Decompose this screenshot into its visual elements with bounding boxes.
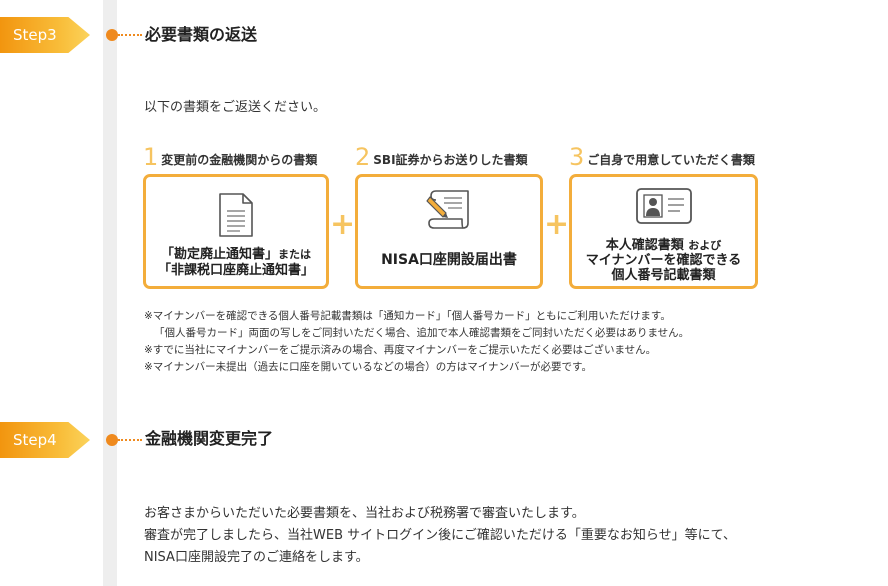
note-2: 「個人番号カード」両面の写しをご同封いただく場合、追加で本人確認書類をご同封いた…	[154, 327, 690, 339]
step4-body-line-2: 審査が完了しましたら、当社WEB サイトログイン後にご確認いただける「重要なお知…	[144, 528, 736, 543]
plus-sign-2: +	[544, 207, 570, 242]
plus-sign-1: +	[330, 207, 356, 242]
document-label-1: 「勘定廃止通知書」または 「非課税口座廃止通知書」	[146, 247, 326, 279]
document-label-3: 本人確認書類 および マイナンバーを確認できる 個人番号記載書類	[572, 238, 755, 283]
application-form-icon	[426, 190, 469, 229]
document-label-2: NISA口座開設届出書	[381, 252, 517, 268]
document-label-1-line2: 「非課税口座廃止通知書」	[157, 263, 314, 278]
document-label-1-conj: または	[278, 248, 311, 261]
step3-intro: 以下の書類をご返送ください。	[144, 100, 327, 115]
document-heading-text-3: ご自身で用意していただく書類	[587, 153, 755, 167]
document-heading-text-1: 変更前の金融機関からの書類	[161, 153, 318, 167]
document-label-3-conj: および	[688, 239, 722, 252]
timeline-bar	[103, 0, 117, 586]
document-number-3: 3	[569, 143, 585, 171]
document-box-2: NISA口座開設届出書	[355, 174, 543, 289]
step3-tag: Step3	[0, 17, 90, 53]
document-label-3-line3: 個人番号記載書類	[611, 268, 716, 283]
document-label-1-main: 「勘定廃止通知書」	[160, 247, 278, 262]
step4-body-line-1: お客さまからいただいた必要書類を、当社および税務署で審査いたします。	[144, 506, 585, 521]
document-number-1: 1	[143, 143, 159, 171]
document-heading-text-2: SBI証券からお送りした書類	[373, 153, 528, 167]
note-4: ※マイナンバー未提出（過去に口座を開いているなどの場合）の方はマイナンバーが必要…	[144, 361, 593, 373]
document-label-3-main: 本人確認書類	[605, 238, 684, 253]
step3-dot	[106, 29, 118, 41]
step3-notes: ※マイナンバーを確認できる個人番号記載書類は「通知カード」「個人番号カード」とも…	[144, 308, 689, 376]
document-label-3-line2: マイナンバーを確認できる	[585, 253, 742, 268]
step4-body-line-3: NISA口座開設完了のご連絡をします。	[144, 550, 369, 565]
note-1: ※マイナンバーを確認できる個人番号記載書類は「通知カード」「個人番号カード」とも…	[144, 310, 671, 322]
step4-body: お客さまからいただいた必要書類を、当社および税務署で審査いたします。 審査が完了…	[144, 503, 736, 569]
document-box-3: 本人確認書類 および マイナンバーを確認できる 個人番号記載書類	[569, 174, 758, 289]
id-card-icon	[635, 188, 692, 224]
note-3: ※すでに当社にマイナンバーをご提示済みの場合、再度マイナンバーをご提示いただく必…	[144, 344, 657, 356]
step3-connector	[118, 34, 142, 36]
step4-dot	[106, 434, 118, 446]
step4-tag: Step4	[0, 422, 90, 458]
step4-title: 金融機関変更完了	[145, 429, 274, 448]
step4-connector	[118, 439, 142, 441]
document-icon	[219, 193, 253, 237]
document-box-1: 「勘定廃止通知書」または 「非課税口座廃止通知書」	[143, 174, 329, 289]
step3-title: 必要書類の返送	[145, 25, 258, 44]
document-number-2: 2	[355, 143, 371, 171]
